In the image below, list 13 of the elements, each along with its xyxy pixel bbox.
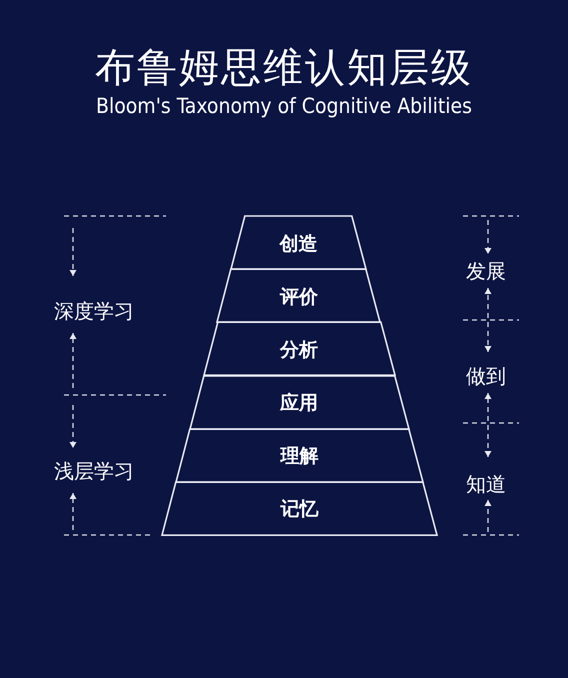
pyramid-level: 应用 (190, 376, 409, 429)
pyramid-level: 分析 (204, 322, 394, 376)
side-label: 浅层学习 (54, 458, 134, 485)
side-label: 做到 (466, 363, 506, 390)
title: 布鲁姆思维认知层级 (94, 44, 474, 93)
pyramid-level: 创造 (231, 216, 366, 270)
pyramid-level: 评价 (217, 269, 380, 322)
side-label: 发展 (466, 258, 506, 285)
pyramid-level: 理解 (176, 428, 423, 482)
side-label: 知道 (466, 471, 506, 498)
side-label: 深度学习 (54, 298, 134, 325)
subtitle: Bloom's Taxonomy of Cognitive Abilities (94, 94, 474, 118)
pyramid-level: 记忆 (162, 482, 437, 535)
